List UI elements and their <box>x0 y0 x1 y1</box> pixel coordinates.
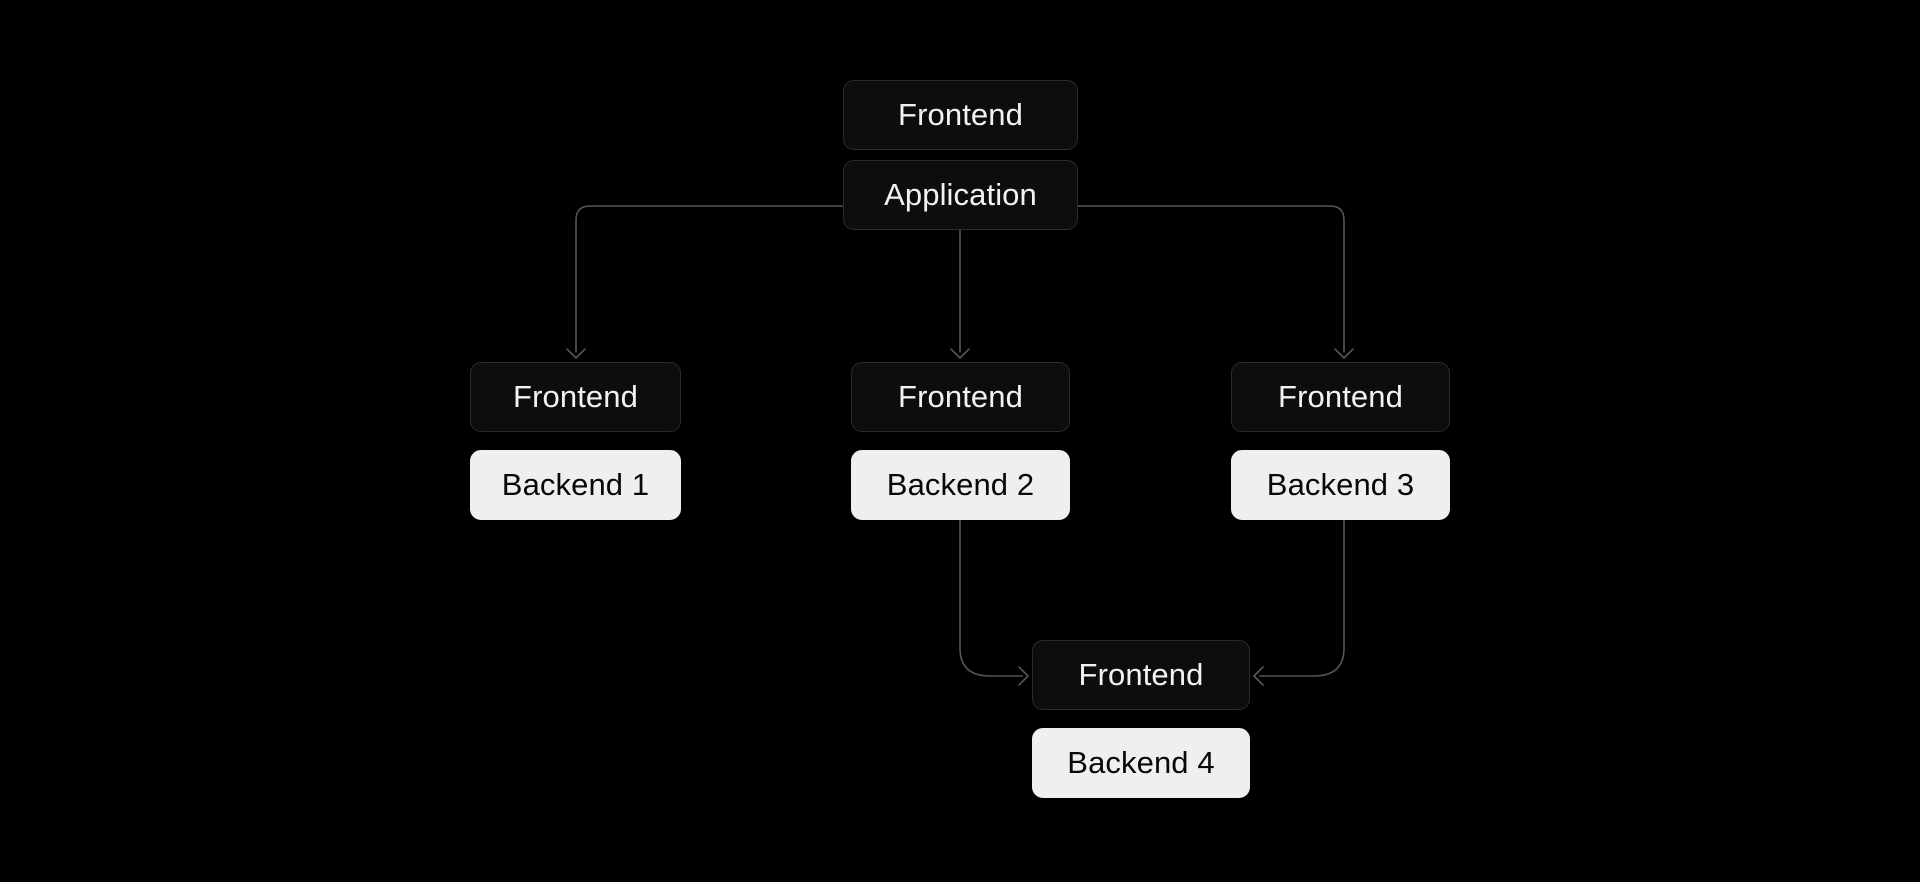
node-left-frontend[interactable]: Frontend <box>470 362 681 432</box>
node-label: Backend 4 <box>1067 744 1215 780</box>
edge-middle-backend-to-bottom-frontend <box>959 519 1023 677</box>
node-middle-backend[interactable]: Backend 2 <box>851 450 1070 520</box>
arrowhead-application-to-right-frontend <box>1334 348 1354 359</box>
node-top-application[interactable]: Application <box>843 160 1078 230</box>
arrowhead-right-backend-to-bottom-frontend <box>1253 666 1264 686</box>
node-bottom-backend[interactable]: Backend 4 <box>1032 728 1250 798</box>
node-label: Frontend <box>513 378 638 414</box>
arrowhead-application-to-left-frontend <box>566 348 586 359</box>
node-label: Frontend <box>898 96 1023 132</box>
edge-right-backend-to-bottom-frontend <box>1259 519 1345 677</box>
node-label: Frontend <box>1278 378 1403 414</box>
node-right-backend[interactable]: Backend 3 <box>1231 450 1450 520</box>
node-label: Backend 3 <box>1266 466 1415 502</box>
node-label: Frontend <box>1078 656 1204 692</box>
node-top-frontend[interactable]: Frontend <box>843 80 1078 150</box>
edge-application-to-right-frontend <box>1077 205 1345 353</box>
node-label: Backend 2 <box>886 466 1035 502</box>
node-middle-frontend[interactable]: Frontend <box>851 362 1070 432</box>
edge-application-to-left-frontend <box>575 205 844 353</box>
arrowhead-middle-backend-to-bottom-frontend <box>1018 666 1029 686</box>
node-label: Backend 1 <box>501 466 650 502</box>
arrowhead-application-to-middle-frontend <box>950 348 970 359</box>
node-left-backend[interactable]: Backend 1 <box>470 450 681 520</box>
node-right-frontend[interactable]: Frontend <box>1231 362 1450 432</box>
node-label: Application <box>884 176 1037 212</box>
node-bottom-frontend[interactable]: Frontend <box>1032 640 1250 710</box>
node-label: Frontend <box>898 378 1023 414</box>
